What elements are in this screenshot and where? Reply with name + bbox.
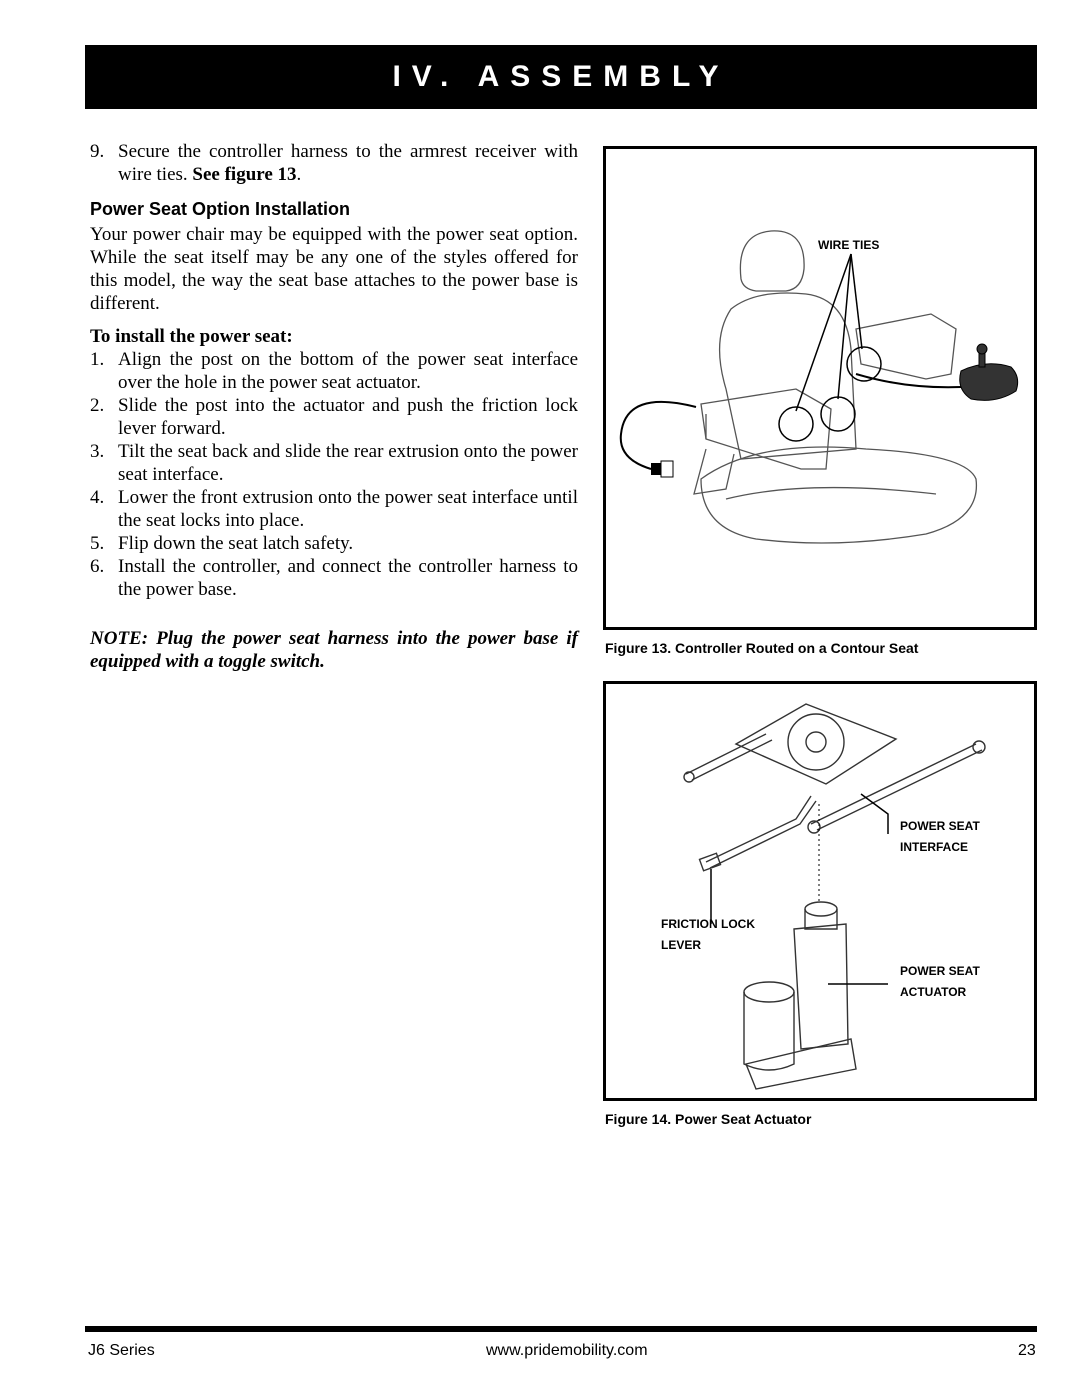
footer-divider [85,1326,1037,1332]
seat-illustration [619,230,1019,544]
section-heading: Power Seat Option Installation [90,199,351,219]
procedure-list: 1.Align the post on the bottom of the po… [90,348,578,601]
main-text-column: 9. Secure the controller harness to the … [90,140,578,673]
list-item: 4.Lower the front extrusion onto the pow… [90,487,578,531]
step-number: 9. [90,141,105,162]
figure-reference: See figure 13 [192,164,297,185]
list-item: 1.Align the post on the bottom of the po… [90,349,578,393]
figure-13-frame: WIRE TIES [603,146,1037,630]
note-text: NOTE: Plug the power seat harness into t… [90,628,578,672]
page-number: 23 [1018,1342,1036,1359]
actuator-illustration [683,703,986,1090]
section-banner: IV. ASSEMBLY [85,45,1037,109]
step-9: 9. Secure the controller harness to the … [90,140,578,186]
figure-13-caption: Figure 13. Controller Routed on a Contou… [605,640,919,656]
friction-lock-lever-label: FRICTION LOCK LEVER [661,917,755,952]
figure-14-frame: POWER SEAT INTERFACE FRICTION LOCK LEVER… [603,681,1037,1101]
power-seat-interface-label: POWER SEAT INTERFACE [900,819,980,854]
procedure-subheading: To install the power seat: [90,326,293,347]
power-seat-actuator-label: POWER SEAT ACTUATOR [900,964,980,999]
footer-website[interactable]: www.pridemobility.com [486,1342,648,1359]
list-item: 5.Flip down the seat latch safety. [90,533,354,554]
section-paragraph: Your power chair may be equipped with th… [90,224,578,314]
step-text: Secure the controller harness to the arm… [118,141,578,185]
list-item: 2.Slide the post into the actuator and p… [90,395,578,439]
list-item: 3.Tilt the seat back and slide the rear … [90,441,578,485]
figure-14-caption: Figure 14. Power Seat Actuator [605,1111,812,1127]
footer-series: J6 Series [88,1342,155,1359]
list-item: 6.Install the controller, and connect th… [90,556,578,600]
wire-ties-label: WIRE TIES [818,238,880,252]
